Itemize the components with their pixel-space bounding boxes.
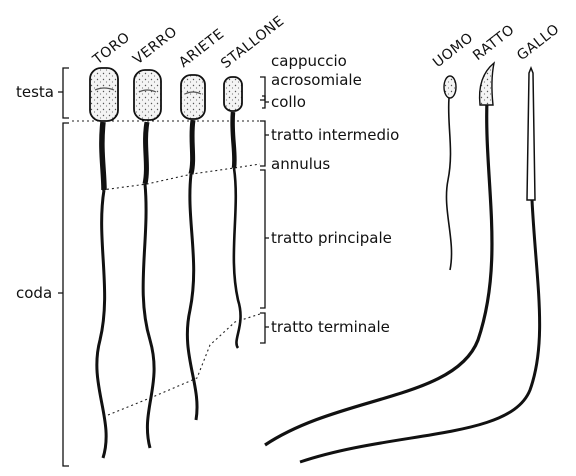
right-part-brackets xyxy=(260,76,269,344)
gallo-head xyxy=(526,65,536,201)
label-coda: coda xyxy=(16,284,53,302)
label-tratto-principale: tratto principale xyxy=(271,229,392,247)
verro-midpiece xyxy=(142,121,150,185)
label-cappuccio: cappuccio xyxy=(271,52,347,70)
toro-midpiece xyxy=(99,121,107,191)
ratto-tail xyxy=(264,99,494,447)
sperm-gallo xyxy=(299,65,542,464)
sperm-toro xyxy=(89,67,119,459)
verro-principal-piece xyxy=(141,183,156,449)
stallone-principal-piece xyxy=(232,167,242,349)
coda-bracket xyxy=(58,122,69,467)
ariete-midpiece xyxy=(188,119,196,175)
stallone-midpiece xyxy=(230,111,237,169)
uomo-head xyxy=(443,75,457,99)
label-annulus: annulus xyxy=(271,155,331,173)
sperm-ratto xyxy=(264,61,496,447)
ariete-principal-piece xyxy=(185,173,199,421)
sperm-stallone xyxy=(223,76,243,349)
label-tratto-intermedio: tratto intermedio xyxy=(271,126,400,144)
testa-bracket xyxy=(58,67,69,119)
toro-principal-piece xyxy=(95,189,108,459)
ratto-head xyxy=(478,61,496,106)
label-testa: testa xyxy=(16,83,54,101)
verro-head xyxy=(133,69,162,121)
toro-head xyxy=(89,67,119,122)
label-collo: collo xyxy=(271,93,306,111)
sperm-verro xyxy=(133,69,162,449)
sperm-ariete xyxy=(180,74,206,421)
ariete-head xyxy=(180,74,206,120)
stallone-head xyxy=(223,76,243,112)
gallo-tail xyxy=(299,199,542,464)
label-acrosomiale: acrosomiale xyxy=(271,71,362,89)
uomo-tail xyxy=(445,97,453,271)
label-tratto-terminale: tratto terminale xyxy=(271,318,390,336)
sperm-uomo xyxy=(443,75,457,271)
